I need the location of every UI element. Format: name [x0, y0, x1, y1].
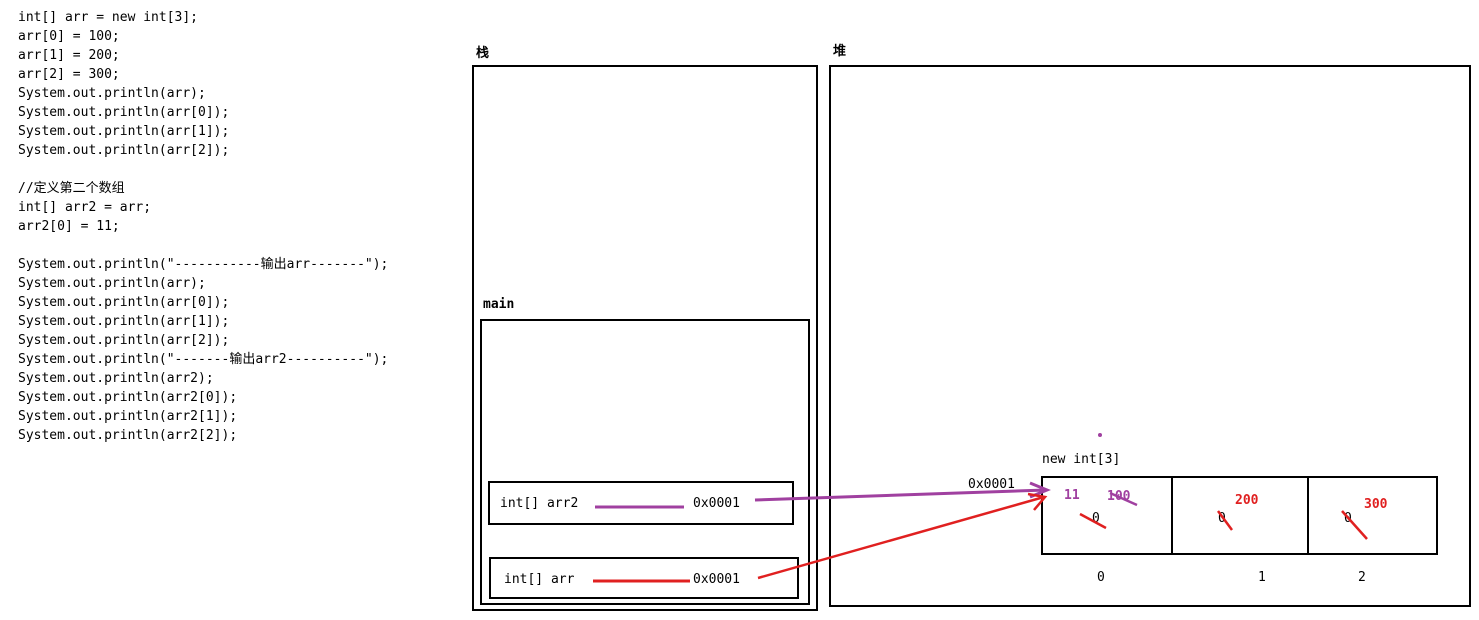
array-cell-1 [1171, 476, 1309, 555]
cell-2-assigned-value: 300 [1364, 497, 1388, 512]
heap-label: 堆 [833, 44, 847, 59]
cell-0-reassigned-value: 11 [1064, 488, 1080, 503]
array-label: new int[3] [1042, 452, 1121, 467]
code-line: System.out.println(arr); [18, 86, 206, 101]
array-cell-0 [1041, 476, 1173, 555]
code-line: System.out.println(arr2[1]); [18, 409, 238, 424]
arr-variable-name: int[] arr [504, 572, 575, 587]
cell-2-initial: 0 [1344, 511, 1352, 526]
code-line: //定义第二个数组 [18, 181, 125, 196]
code-line: System.out.println(arr[2]); [18, 333, 230, 348]
code-line [18, 236, 388, 255]
code-line [18, 160, 388, 179]
code-line: System.out.println(arr); [18, 276, 206, 291]
main-frame-label: main [483, 297, 515, 312]
arr2-variable-address: 0x0001 [693, 496, 740, 511]
main-frame-box [480, 319, 810, 605]
code-line: System.out.println("-----------输出arr----… [18, 257, 389, 272]
code-line: System.out.println(arr2[0]); [18, 390, 238, 405]
cell-2-index: 2 [1358, 570, 1366, 585]
arr2-variable-name: int[] arr2 [500, 496, 579, 511]
code-line: arr[2] = 300; [18, 67, 120, 82]
cell-1-index: 1 [1258, 570, 1266, 585]
code-line: System.out.println("-------输出arr2-------… [18, 352, 389, 367]
code-line: System.out.println(arr[0]); [18, 105, 230, 120]
cell-1-assigned-value: 200 [1235, 493, 1259, 508]
code-line: int[] arr2 = arr; [18, 200, 152, 215]
cell-0-initial: 0 [1092, 511, 1100, 526]
code-line: arr[1] = 200; [18, 48, 120, 63]
code-line: arr[0] = 100; [18, 29, 120, 44]
arr-variable-address: 0x0001 [693, 572, 740, 587]
code-line: System.out.println(arr2[2]); [18, 428, 238, 443]
cell-0-assigned-value: 100 [1107, 489, 1131, 504]
code-line: int[] arr = new int[3]; [18, 10, 199, 25]
code-listing: int[] arr = new int[3]; arr[0] = 100; arr[… [18, 8, 388, 445]
heap-box [829, 65, 1471, 607]
code-line: System.out.println(arr[1]); [18, 314, 230, 329]
stack-box [472, 65, 818, 611]
cell-0-index: 0 [1097, 570, 1105, 585]
cell-1-initial: 0 [1218, 511, 1226, 526]
array-cell-2 [1307, 476, 1438, 555]
code-line: System.out.println(arr[0]); [18, 295, 230, 310]
code-line: System.out.println(arr[1]); [18, 124, 230, 139]
code-line: System.out.println(arr[2]); [18, 143, 230, 158]
code-line: System.out.println(arr2); [18, 371, 214, 386]
stack-label: 栈 [476, 46, 490, 61]
code-line: arr2[0] = 11; [18, 219, 120, 234]
heap-address: 0x0001 [968, 477, 1015, 492]
